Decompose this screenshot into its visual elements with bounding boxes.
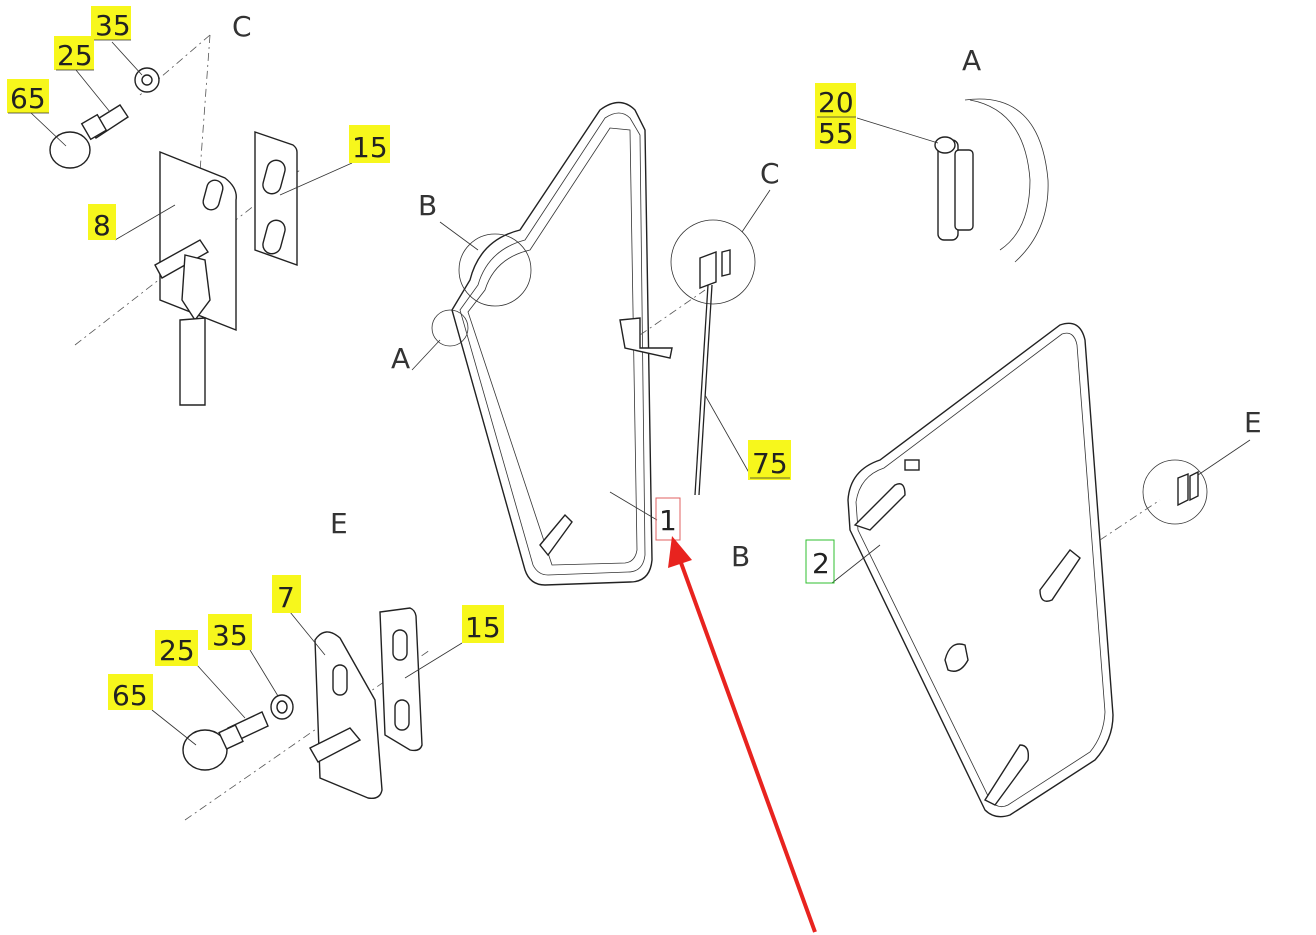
- plate-7: [314, 631, 383, 800]
- callout-65-bottom[interactable]: 65: [108, 674, 153, 712]
- svg-text:20: 20: [818, 86, 854, 119]
- cap-65-bottom: [182, 729, 228, 771]
- view-label-a: A: [391, 342, 410, 375]
- callout-1-selected[interactable]: 1: [655, 497, 681, 541]
- svg-text:1: 1: [659, 504, 677, 537]
- view-label-c: C: [760, 157, 780, 190]
- callout-25-bottom[interactable]: 25: [155, 630, 198, 667]
- callout-65-top[interactable]: 65: [7, 79, 49, 115]
- detail-label-b: B: [731, 540, 750, 573]
- view-label-e: E: [1244, 406, 1262, 439]
- detail-a-hinge: [934, 98, 1049, 263]
- callout-8[interactable]: 8: [88, 204, 116, 242]
- detail-b-circle: [458, 233, 532, 307]
- callout-2-green[interactable]: 2: [805, 539, 835, 584]
- svg-text:35: 35: [95, 9, 131, 42]
- svg-text:15: 15: [465, 611, 501, 644]
- view-label-c-top: C: [232, 10, 252, 43]
- svg-text:7: 7: [277, 581, 295, 614]
- detail-a-circle: [431, 309, 469, 347]
- callout-25-top[interactable]: 25: [54, 36, 94, 72]
- svg-text:65: 65: [112, 679, 148, 712]
- callout-15-bottom[interactable]: 15: [462, 605, 504, 644]
- cap-65-top: [49, 131, 91, 169]
- svg-text:25: 25: [57, 39, 93, 72]
- detail-label-a: A: [962, 44, 981, 77]
- detail-c-assembly: [49, 34, 301, 406]
- svg-text:2: 2: [812, 547, 830, 580]
- svg-text:55: 55: [818, 117, 854, 150]
- plate-15-bottom: [379, 607, 423, 752]
- red-pointer-arrow: [668, 536, 817, 933]
- svg-text:35: 35: [212, 619, 248, 652]
- callout-75[interactable]: 75: [748, 440, 791, 480]
- svg-text:8: 8: [93, 209, 111, 242]
- detail-label-e: E: [330, 507, 348, 540]
- svg-text:65: 65: [10, 82, 46, 115]
- callout-7[interactable]: 7: [272, 575, 301, 614]
- callout-35-top[interactable]: 35: [91, 6, 131, 42]
- svg-text:25: 25: [159, 634, 195, 667]
- callout-35-bottom[interactable]: 35: [208, 614, 252, 652]
- door-2: [847, 322, 1208, 818]
- detail-e-assembly: [182, 607, 431, 821]
- svg-text:15: 15: [352, 131, 388, 164]
- door-1: [431, 101, 756, 586]
- callout-15-top[interactable]: 15: [349, 125, 390, 164]
- detail-c-circle: [670, 219, 756, 305]
- svg-text:75: 75: [752, 447, 788, 480]
- view-label-b: B: [418, 189, 437, 222]
